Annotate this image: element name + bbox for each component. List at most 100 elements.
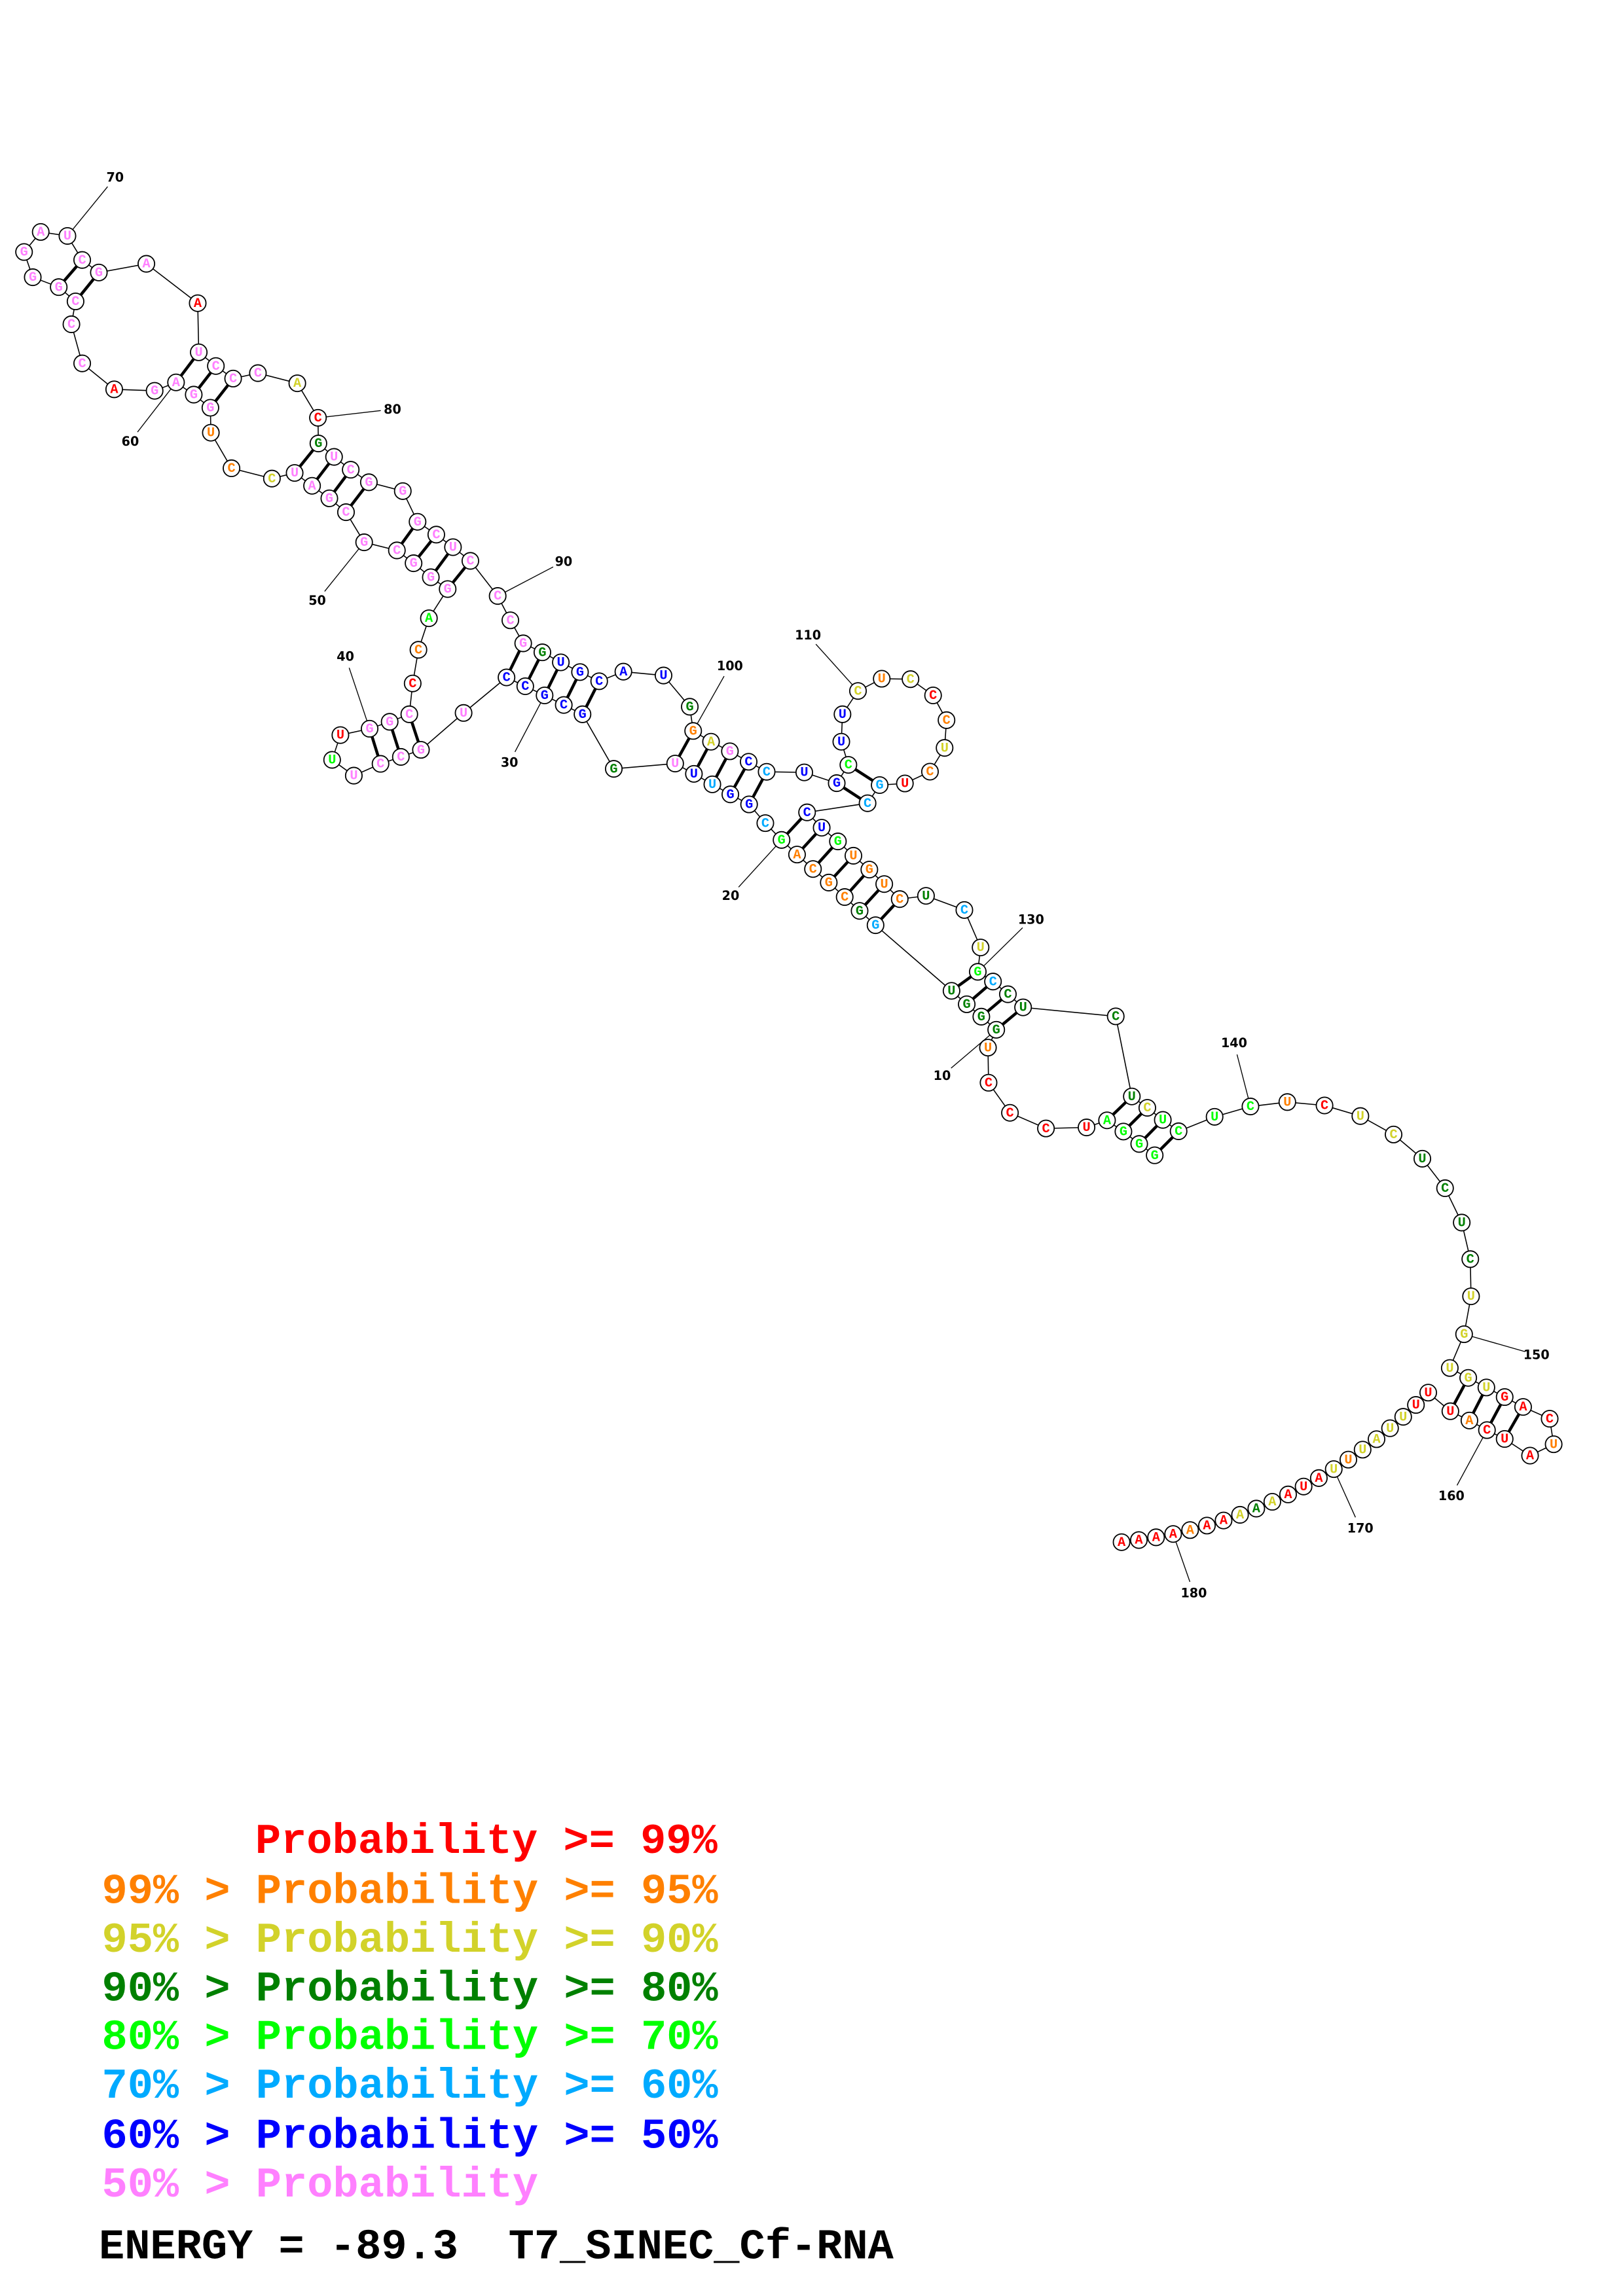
nucleotide-circle (740, 795, 758, 814)
nucleotide-circle (1197, 1516, 1216, 1535)
nucleotide-letter: U (449, 541, 457, 556)
nucleotide-letter: G (519, 637, 527, 652)
nucleotide-circle (412, 741, 430, 759)
position-label: 100 (717, 658, 743, 673)
nucleotide-circle (393, 482, 412, 500)
nucleotide-circle (201, 399, 219, 417)
nucleotide-letter: A (37, 225, 45, 240)
base-pair-bond (696, 748, 709, 768)
base-pair-bond (333, 475, 347, 493)
nucleotide-letter: U (328, 753, 336, 768)
nucleotide-circle (1521, 1446, 1539, 1465)
nucleotide-letter: U (1482, 1381, 1490, 1396)
nucleotide-letter: U (1446, 1405, 1454, 1420)
nucleotide-circle (1247, 1499, 1266, 1518)
nucleotide-circle (654, 666, 672, 685)
nucleotide-circle (850, 902, 869, 920)
nucleotide-letter: A (1526, 1449, 1535, 1464)
nucleotide-circle (681, 698, 699, 716)
backbone (23, 231, 1554, 1543)
nucleotide-letter: G (974, 965, 981, 980)
nucleotide-letter: G (689, 724, 697, 739)
nucleotide-circle (1455, 1325, 1473, 1344)
nucleotide-circle (66, 293, 84, 311)
nucleotide-letter: G (365, 475, 373, 490)
nucleotide-circle (1205, 1107, 1224, 1126)
nucleotide-circle (552, 653, 570, 672)
nucleotide-circle (62, 315, 81, 333)
nucleotide-letter: A (707, 735, 716, 750)
nucleotide-circle (263, 469, 281, 488)
nucleotide-circle (323, 751, 341, 769)
legend-text: Probability >= 95% (256, 1868, 719, 1916)
nucleotide-circle (1353, 1441, 1372, 1459)
nucleotide-letter: C (1441, 1181, 1449, 1196)
nucleotide-letter: U (849, 849, 857, 864)
nucleotide-letter: U (1019, 1001, 1027, 1016)
legend-prefix (102, 1818, 179, 1866)
nucleotide-circle (58, 226, 77, 245)
base-pair-bond (714, 757, 727, 778)
nucleotide-circle (942, 982, 960, 1000)
nucleotide-circle (145, 382, 164, 400)
nucleotide-circle (355, 533, 373, 552)
nucleotide-circle (309, 408, 327, 427)
nucleotide-circle (1324, 1460, 1343, 1479)
nucleotide-circle (702, 732, 720, 751)
nucleotide-letter: C (989, 975, 997, 990)
nucleotide-letter: U (708, 778, 716, 793)
position-label: 40 (337, 649, 354, 664)
nucleotide-circle (756, 814, 775, 833)
nucleotide-circle (1014, 998, 1032, 1016)
nucleotide-letter: A (293, 376, 302, 391)
nucleotide-circle (388, 541, 406, 560)
nucleotide-letter: G (1135, 1137, 1143, 1152)
base-pair-bond (434, 552, 450, 572)
nucleotide-circle (1477, 1378, 1495, 1397)
nucleotide-circle (979, 1073, 998, 1092)
nucleotide-letter: C (268, 472, 276, 487)
position-label: 170 (1347, 1520, 1374, 1535)
base-pair-bond (1453, 1384, 1466, 1405)
legend-row-2: 99% > Probability >= 95% (102, 1868, 719, 1916)
nucleotide-letter: C (1175, 1124, 1182, 1139)
base-pair-bond (547, 669, 559, 689)
position-label-leader (1336, 1476, 1356, 1518)
nucleotide-circle (405, 554, 423, 573)
nucleotide-letter: U (1412, 1398, 1420, 1413)
nucleotide-letter: G (993, 1023, 1000, 1038)
nucleotide-circle (73, 354, 92, 372)
nucleotide-letter: C (845, 758, 852, 773)
nucleotide-circle (1130, 1135, 1148, 1153)
legend-text: Probability >= 60% (256, 2062, 719, 2111)
nucleotide-letter: C (228, 461, 236, 476)
base-pair-bond (566, 679, 578, 698)
nucleotide-circle (1181, 1521, 1199, 1539)
nucleotide-letter: U (350, 769, 357, 784)
nucleotide-circle (1453, 1213, 1471, 1232)
nucleotide-letter: C (67, 317, 75, 332)
nucleotide-circle (812, 819, 831, 837)
base-pair-bond (197, 371, 212, 389)
nucleotide-letter: A (1372, 1433, 1381, 1448)
nucleotide-letter: C (503, 671, 511, 686)
nucleotide-circle (488, 587, 507, 605)
nucleotide-letter: A (1169, 1527, 1178, 1542)
nucleotide-letter: G (833, 776, 841, 791)
nucleotide-circle (288, 374, 306, 393)
nucleotide-circle (1106, 1007, 1125, 1026)
nucleotide-circle (1114, 1122, 1133, 1141)
nucleotide-circle (1460, 1411, 1478, 1429)
nucleotide-circle (337, 503, 355, 522)
legend-prefix: 95% > (102, 1916, 256, 1965)
nucleotide-letter: U (1446, 1361, 1453, 1376)
nucleotide-circle (871, 776, 889, 795)
nucleotide-letter: C (397, 750, 405, 765)
base-pair-bond (350, 488, 365, 507)
nucleotide-circle (285, 464, 304, 482)
nucleotide-letter: C (809, 862, 817, 877)
nucleotide-letter: U (1283, 1095, 1291, 1110)
base-pair-bond (957, 975, 972, 988)
